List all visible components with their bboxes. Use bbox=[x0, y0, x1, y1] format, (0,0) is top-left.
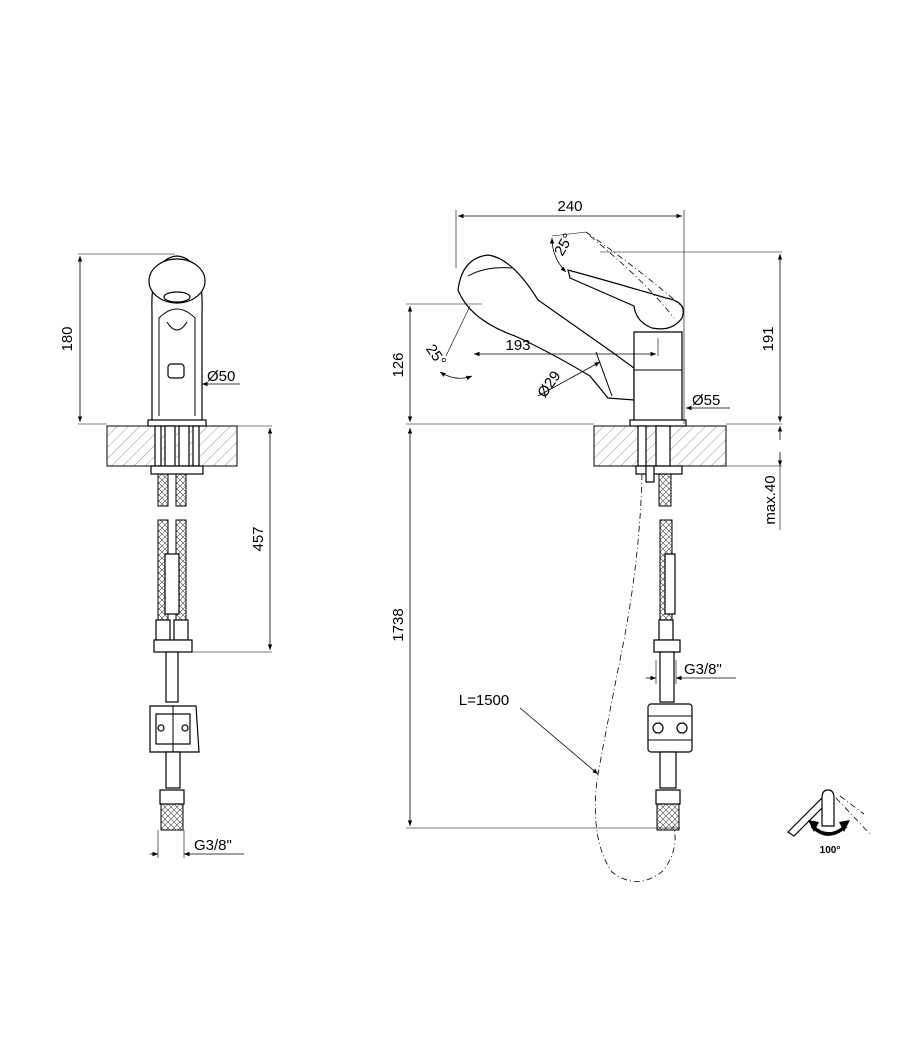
dim-pullout-hose: L=1500 bbox=[459, 692, 509, 709]
lever-rotation-icon bbox=[787, 789, 871, 837]
pullout-hose-loop bbox=[594, 473, 676, 882]
dim-total-height: 191 bbox=[760, 326, 777, 351]
dim-left-body-dia: Ø50 bbox=[207, 368, 235, 385]
dim-left-hose-length: 457 bbox=[250, 526, 267, 551]
dim-hose-length-total: 1738 bbox=[390, 608, 407, 641]
dim-right-thread: G3/8" bbox=[684, 661, 722, 678]
dim-left-height: 180 bbox=[59, 326, 76, 351]
dim-lever-rotation: 100° bbox=[820, 845, 841, 856]
dim-spout-reach: 193 bbox=[505, 337, 530, 354]
dim-spout-height: 126 bbox=[390, 352, 407, 377]
dim-max-deck: max.40 bbox=[762, 475, 779, 524]
spray-head bbox=[457, 254, 635, 401]
side-view bbox=[406, 210, 783, 882]
dim-reach: 240 bbox=[557, 198, 582, 215]
lever-handle bbox=[567, 269, 684, 330]
dim-spray-angle: 25° bbox=[422, 341, 449, 369]
front-view bbox=[77, 253, 273, 858]
dim-base-dia: Ø55 bbox=[692, 392, 720, 409]
dim-left-thread: G3/8" bbox=[194, 837, 232, 854]
